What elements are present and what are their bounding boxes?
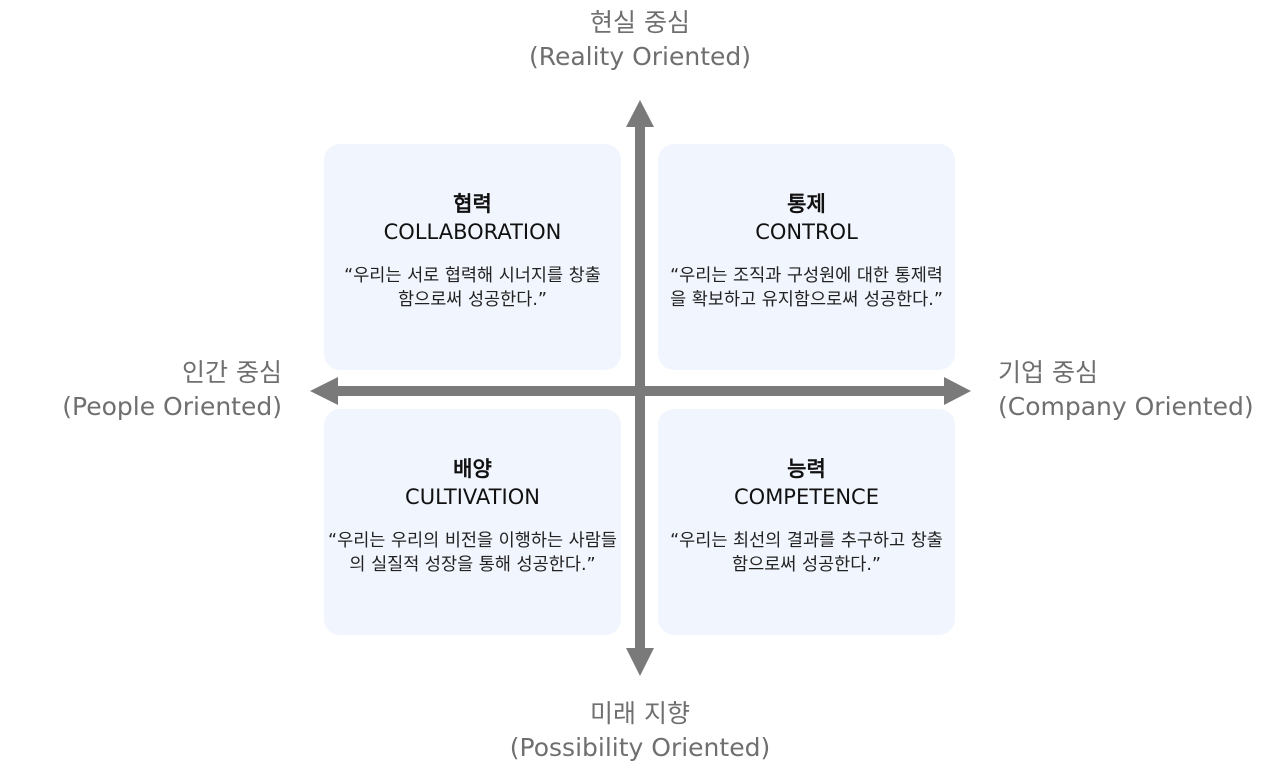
axis-label-en: (Possibility Oriented)	[509, 733, 771, 762]
quadrant-description: “우리는 최선의 결과를 추구하고 창출함으로써 성공한다.”	[670, 531, 943, 575]
arrow-right-icon	[944, 377, 971, 405]
axis-label-ko: 기업 중심	[998, 358, 1098, 387]
quadrant-title-en: CONTROL	[755, 220, 858, 244]
quadrant-title-en: COMPETENCE	[734, 485, 879, 509]
axis-label-left: 인간 중심 (People Oriented)	[62, 356, 282, 424]
quadrant-cultivation: 배양 CULTIVATION “우리는 우리의 비전을 이행하는 사람들의 실질…	[324, 409, 621, 635]
axis-label-top: 현실 중심 (Reality Oriented)	[440, 6, 840, 74]
axis-label-ko: 인간 중심	[182, 358, 282, 387]
quadrant-title-en: CULTIVATION	[405, 485, 540, 509]
quadrant-collaboration: 협력 COLLABORATION “우리는 서로 협력해 시너지를 창출함으로써…	[324, 144, 621, 370]
quadrant-description: “우리는 우리의 비전을 이행하는 사람들의 실질적 성장을 통해 성공한다.”	[328, 531, 617, 575]
axis-label-right: 기업 중심 (Company Oriented)	[998, 356, 1254, 424]
quadrant-description: “우리는 서로 협력해 시너지를 창출함으로써 성공한다.”	[344, 266, 601, 310]
axis-label-ko: 현실 중심	[590, 8, 690, 37]
quadrant-title-ko: 통제	[787, 192, 826, 216]
arrow-left-icon	[310, 377, 338, 405]
quadrant-competence: 능력 COMPETENCE “우리는 최선의 결과를 추구하고 창출함으로써 성…	[658, 409, 955, 635]
quadrant-control: 통제 CONTROL “우리는 조직과 구성원에 대한 통제력을 확보하고 유지…	[658, 144, 955, 370]
quadrant-description: “우리는 조직과 구성원에 대한 통제력을 확보하고 유지함으로써 성공한다.”	[670, 266, 943, 310]
arrow-down-icon	[626, 648, 654, 676]
axis-label-en: (Company Oriented)	[998, 392, 1254, 421]
arrow-up-icon	[626, 100, 654, 127]
quadrant-title-ko: 배양	[453, 457, 492, 481]
axis-label-bottom: 미래 지향 (Possibility Oriented)	[440, 697, 840, 765]
axis-label-en: (People Oriented)	[62, 392, 282, 421]
quadrant-title-ko: 협력	[453, 192, 492, 216]
quadrant-title-en: COLLABORATION	[383, 220, 562, 244]
quadrant-title-ko: 능력	[787, 457, 826, 481]
axis-label-en: (Reality Oriented)	[528, 42, 752, 71]
axis-label-ko: 미래 지향	[590, 699, 690, 728]
